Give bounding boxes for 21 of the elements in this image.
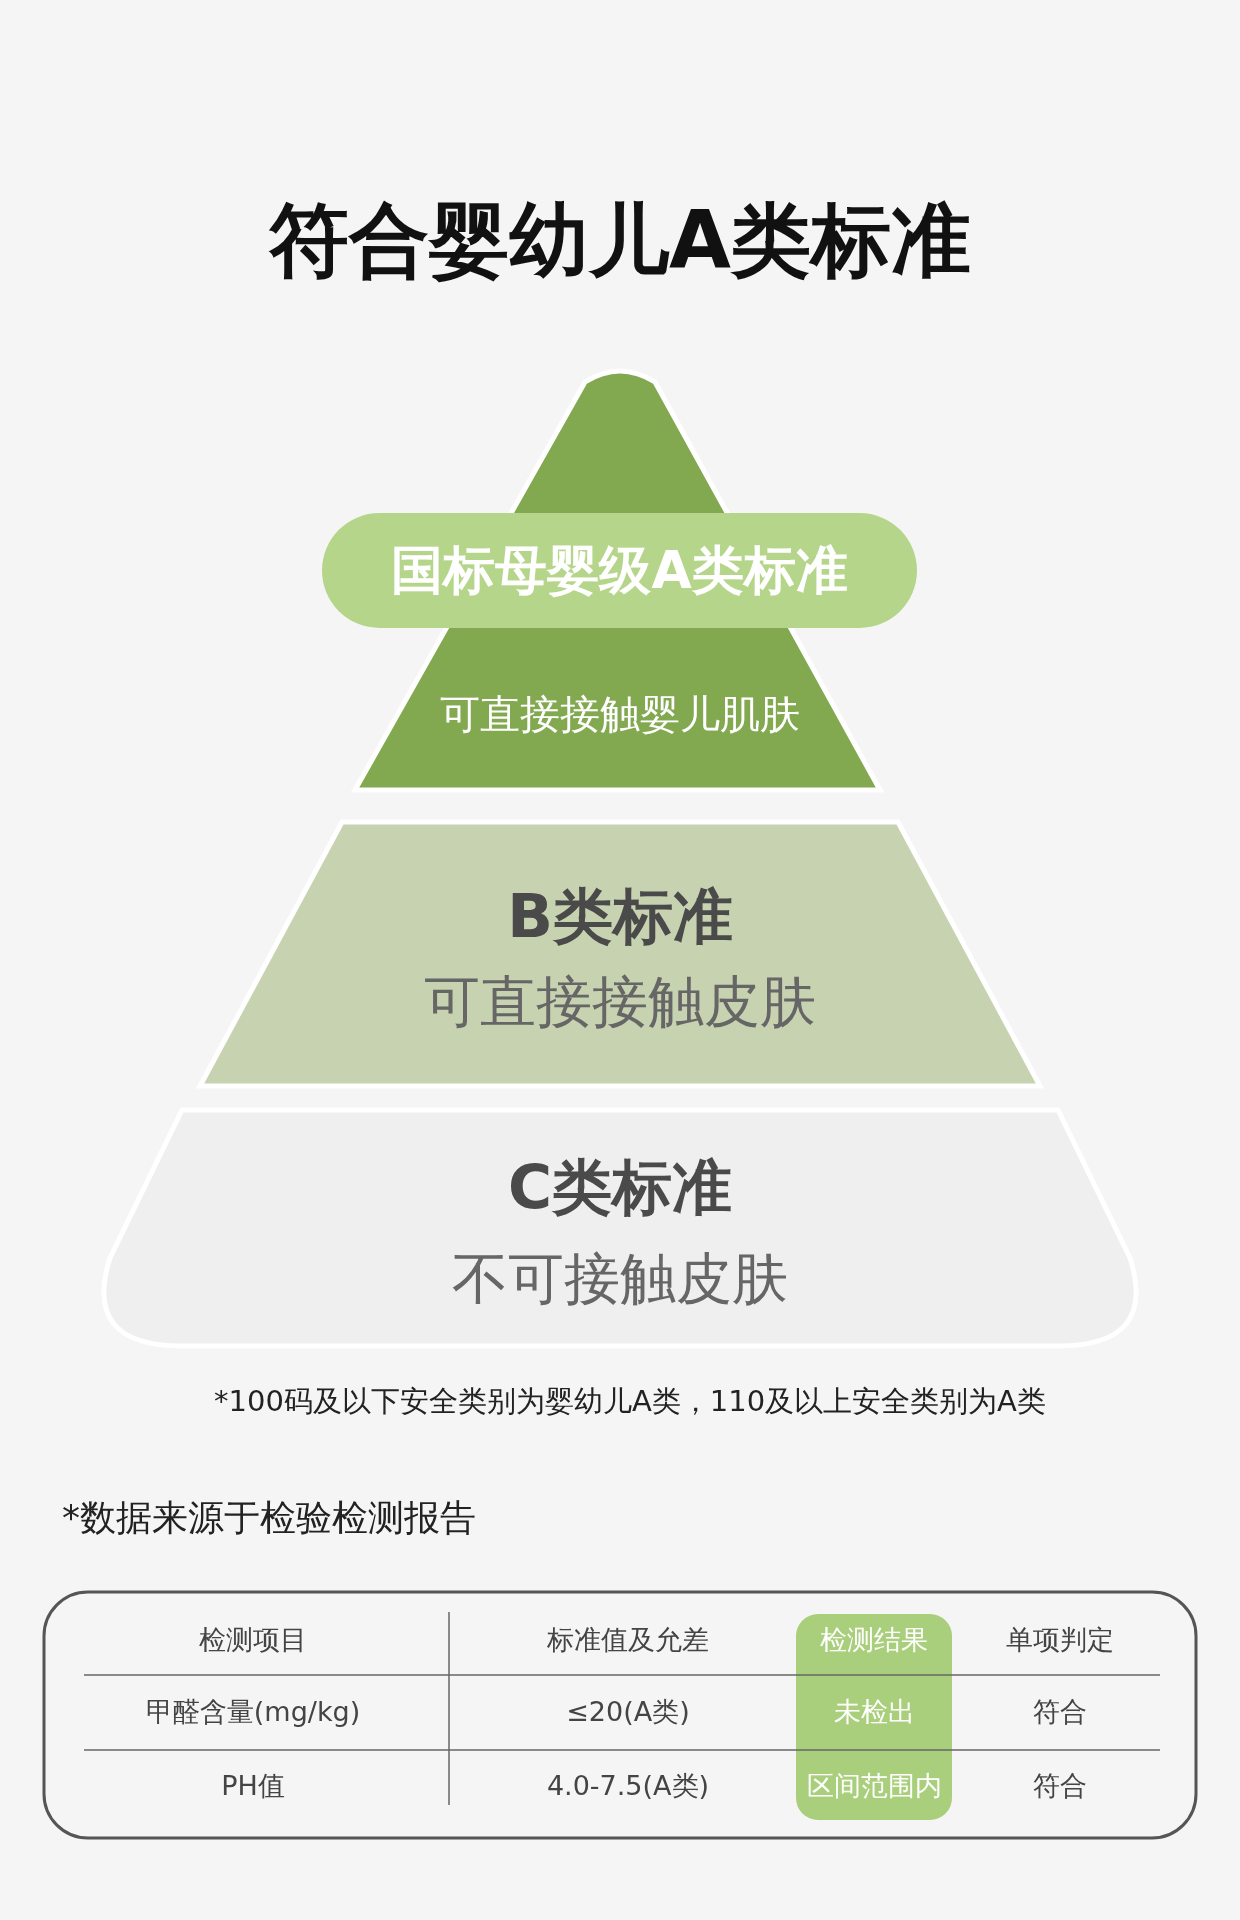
table-value: 甲醛含量(mg/kg): [145, 1695, 361, 1729]
column-header: 检测项目: [199, 1623, 307, 1657]
tier-heading: B类标准: [507, 879, 733, 953]
footnote: *100码及以下安全类别为婴幼儿A类，110及以上安全类别为A类: [214, 1383, 1046, 1420]
tier-description: 可直接接触皮肤: [424, 968, 816, 1036]
source-note: *数据来源于检验检测报告: [62, 1495, 476, 1540]
table-value: 符合: [1033, 1695, 1087, 1729]
column-header: 检测结果: [820, 1623, 928, 1657]
heading-pill: 国标母婴级A类标准: [322, 513, 917, 628]
table-value: 未检出: [833, 1695, 915, 1729]
page-title: 符合婴幼儿A类标准: [269, 193, 971, 289]
table-value: 区间范围内: [806, 1769, 942, 1803]
table-value: 4.0-7.5(A类): [546, 1769, 710, 1803]
tier-heading: C类标准: [508, 1150, 732, 1224]
table-value: ≤20(A类): [566, 1695, 690, 1729]
tier-description: 可直接接触婴儿肌肤: [440, 689, 800, 739]
table-value: PH值: [221, 1769, 285, 1803]
tier-description: 不可接触皮肤: [452, 1245, 788, 1313]
table-value: 符合: [1033, 1769, 1087, 1803]
column-header: 标准值及允差: [547, 1623, 709, 1657]
column-header: 单项判定: [1006, 1623, 1114, 1657]
